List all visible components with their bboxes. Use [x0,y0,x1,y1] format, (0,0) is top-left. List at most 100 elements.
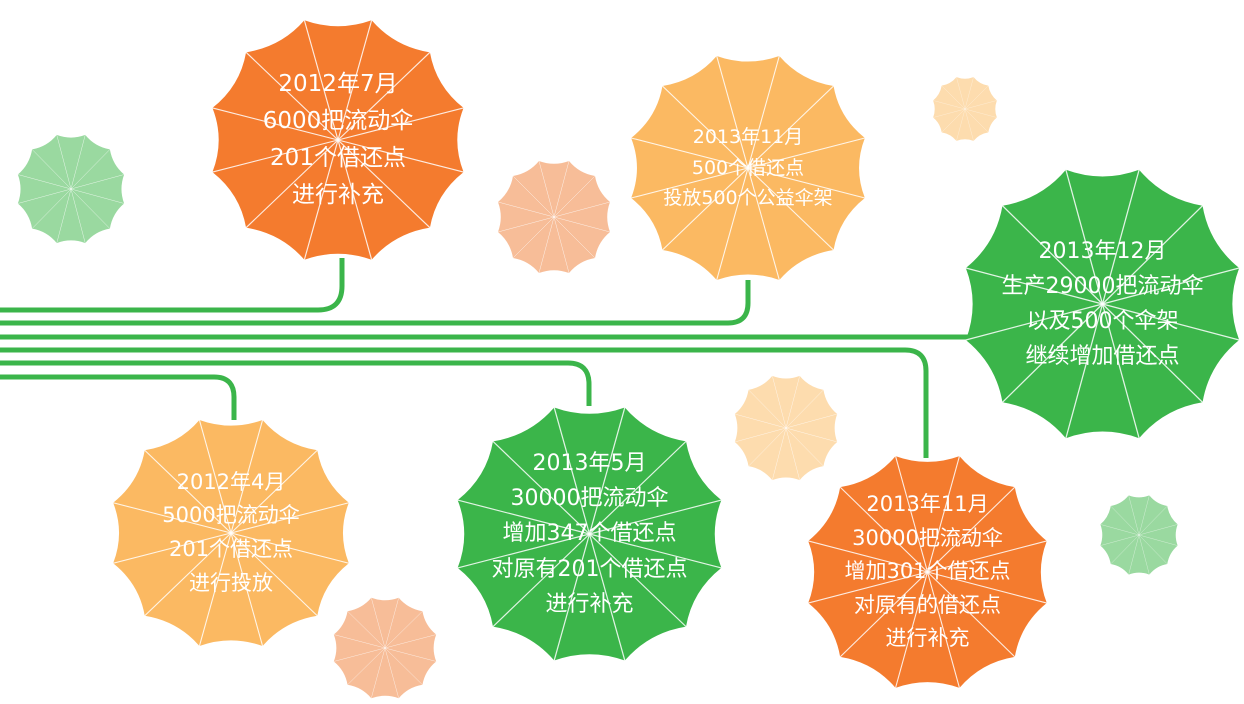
milestone-detail: 进行补充 [545,591,634,617]
decorative-umbrella-light-green-right [1099,494,1179,576]
umbrella-rib [212,107,339,141]
umbrella-rib [747,85,834,169]
umbrella-rib [113,532,232,564]
umbrella-rib [589,440,687,535]
milestone-detail: 对原有201个借还点 [491,556,688,582]
umbrella-rib [926,455,961,573]
milestone-detail: 继续增加借还点 [1025,344,1180,370]
umbrella-rib [457,533,590,569]
umbrella-rib [198,532,232,647]
umbrella-rib [457,499,590,535]
umbrella-rib [212,139,339,173]
umbrella-rib [245,51,339,141]
umbrella-rib [747,167,780,281]
umbrella-rib [964,108,989,133]
umbrella-rib [1101,169,1140,305]
umbrella-rib [956,77,966,110]
umbrella-rib [933,108,966,118]
umbrella-rib [927,571,1047,604]
umbrella-rib [1110,505,1140,536]
umbrella-rib [588,407,626,535]
umbrella-rib [553,407,591,535]
umbrella-rib [734,413,787,429]
umbrella-rib [748,427,787,467]
umbrella-rib [113,502,232,534]
decorative-umbrella-cream-top-right [932,76,998,142]
umbrella-rib [785,427,824,467]
umbrella-rib [927,571,1016,658]
umbrella-rib [808,540,928,573]
umbrella-rib [230,532,264,647]
umbrella-rib [1065,169,1104,305]
umbrella-rib [1128,534,1140,575]
umbrella-rib [965,267,1103,305]
decorative-umbrella-peach-bottom [332,596,438,700]
umbrella-rib [1001,205,1103,305]
umbrella-rib [245,139,339,229]
umbrella-rib [492,440,590,535]
branch-line-2012-04 [0,374,237,420]
umbrella-rib [894,571,929,689]
umbrella-rib [964,100,997,110]
milestone-detail: 6000把流动伞 [262,108,414,135]
umbrella-rib [337,107,464,141]
umbrella-rib [772,375,787,429]
umbrella-rib [927,540,1047,573]
milestone-detail: 5000把流动伞 [162,503,300,528]
umbrella-rib [734,427,787,443]
umbrella-rib [1138,495,1150,536]
umbrella-rib [17,188,72,204]
umbrella-rib [839,571,928,658]
umbrella-rib [553,216,570,274]
umbrella-rib [1138,534,1178,546]
umbrella-rib [589,533,687,628]
umbrella-rib [384,647,423,685]
umbrella-rib [965,303,1103,341]
umbrella-rib [964,85,989,110]
milestone-detail: 对原有的借还点 [854,592,1001,617]
umbrella-rib [56,134,72,190]
umbrella-rib [553,175,596,218]
umbrella-rib [926,571,961,689]
umbrella-rib [894,455,929,573]
umbrella-rib [1128,495,1140,536]
umbrella-rib [230,502,349,534]
umbrella-rib [553,216,596,259]
umbrella-rib [70,188,111,229]
umbrella-rib [785,427,800,481]
milestone-detail: 生产29000把流动伞 [1001,273,1204,299]
umbrella-rib [1110,534,1140,565]
umbrella-rib [785,389,824,429]
umbrella-rib [630,137,749,169]
umbrella-rib [337,20,373,141]
decorative-umbrella-peach-center [496,159,612,275]
umbrella-rib [337,51,431,141]
umbrella-rib [808,571,928,604]
umbrella-rib [230,532,318,617]
umbrella-rib [70,188,125,204]
umbrella-rib [1101,303,1140,439]
milestone-detail: 201个借还点 [270,145,406,171]
umbrella-rib [964,108,974,141]
umbrella-rib [371,597,386,649]
umbrella-rib [1138,534,1150,575]
umbrella-rib [384,611,423,649]
umbrella-rib [553,160,570,218]
umbrella-rib [538,216,555,274]
umbrella-rib [512,175,555,218]
umbrella-rib [1100,524,1140,536]
milestone-detail: 投放500个公益伞架 [663,187,833,210]
umbrella-rib [230,419,264,534]
milestone-date: 2013年11月 [692,126,804,149]
umbrella-rib [384,634,437,649]
umbrella-rib [70,188,86,244]
umbrella-rib [333,634,386,649]
umbrella-rib [512,216,555,259]
milestone-date: 2012年7月 [278,71,398,98]
